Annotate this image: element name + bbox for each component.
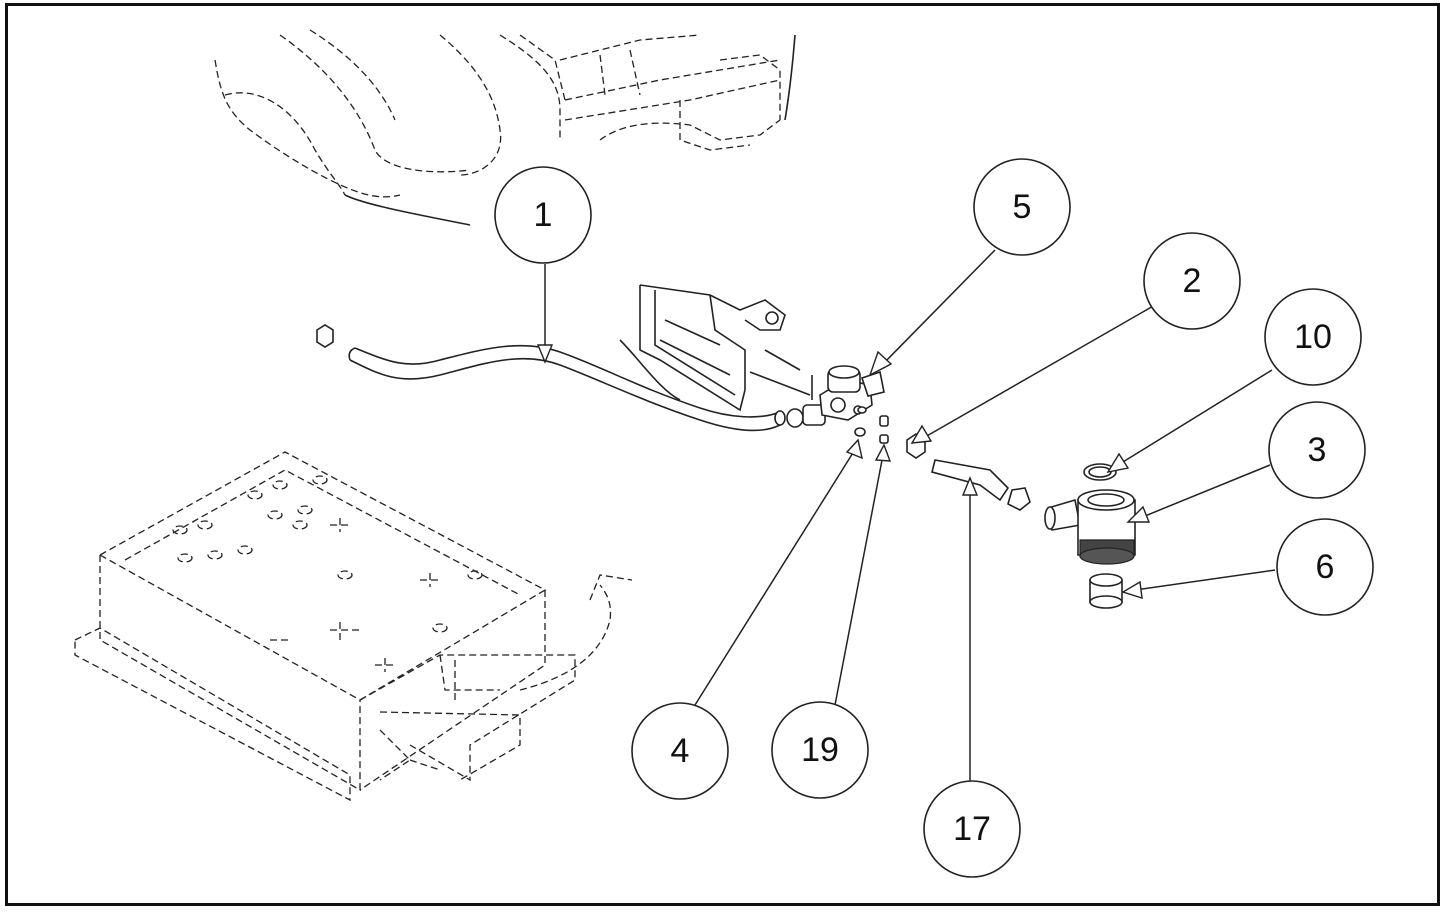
- mounting-bracket: [619, 284, 811, 412]
- callout-label-19: 19: [801, 731, 839, 769]
- vehicle-outline: [214, 29, 796, 226]
- o-ring-part-10: [1083, 463, 1117, 481]
- nut-part-19: [879, 415, 889, 444]
- callout-label-3: 3: [1308, 431, 1327, 469]
- hose-part-17: [931, 459, 1031, 511]
- callout-1: 1: [494, 166, 592, 264]
- callout-10: 10: [1264, 288, 1362, 386]
- leader-lines: [536, 249, 1276, 785]
- callout-label-10: 10: [1294, 318, 1332, 356]
- housing-part-3: [1044, 489, 1136, 565]
- callout-label-5: 5: [1013, 188, 1032, 226]
- callout-label-6: 6: [1316, 548, 1335, 586]
- callout-label-1: 1: [534, 196, 553, 234]
- callout-17: 17: [923, 780, 1021, 878]
- callout-19: 19: [771, 701, 869, 799]
- callout-label-2: 2: [1183, 262, 1202, 300]
- callout-label-17: 17: [953, 810, 991, 848]
- washer-part-4: [854, 406, 867, 437]
- callout-4: 4: [631, 702, 729, 800]
- hose-part-1: [316, 324, 786, 432]
- battery-tray: [74, 451, 633, 802]
- callout-2: 2: [1143, 232, 1241, 330]
- cap-part-6: [1089, 573, 1123, 609]
- callout-label-4: 4: [671, 732, 690, 770]
- callout-5: 5: [973, 158, 1071, 256]
- callout-3: 3: [1268, 401, 1366, 499]
- callout-6: 6: [1276, 518, 1374, 616]
